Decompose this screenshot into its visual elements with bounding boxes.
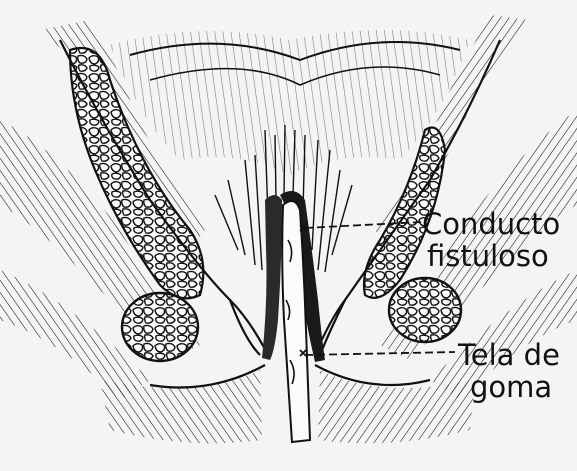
label-fistuloso: fistuloso xyxy=(427,239,549,273)
mucosa-left xyxy=(262,195,282,360)
upper-hatching xyxy=(110,30,470,175)
left-sphincter-oval xyxy=(122,293,198,361)
right-sphincter-oval xyxy=(389,278,461,342)
label-tela-de: Tela de xyxy=(457,338,560,372)
label-conducto: Conducto xyxy=(422,207,560,241)
label-goma: goma xyxy=(470,370,552,404)
